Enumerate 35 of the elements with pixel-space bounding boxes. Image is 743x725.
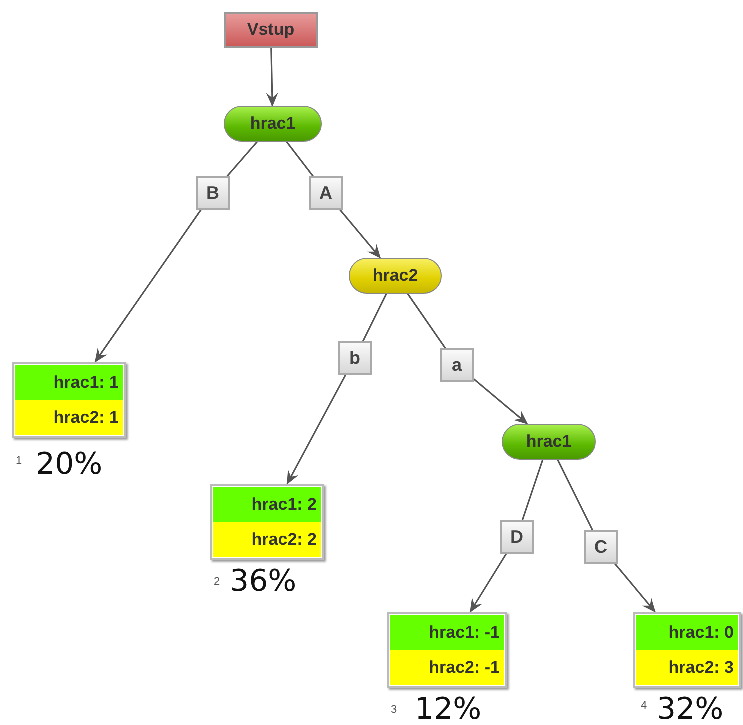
leaf-number: 4 bbox=[641, 700, 648, 712]
edge-label: B bbox=[196, 176, 230, 210]
payoff-text: hrac1: 2 bbox=[213, 487, 321, 522]
payoff-text: hrac2: 1 bbox=[15, 400, 123, 435]
player-node bbox=[224, 106, 322, 142]
payoff-text: hrac2: 2 bbox=[213, 522, 321, 557]
payoff-box bbox=[633, 612, 741, 688]
node-label: hrac1 bbox=[250, 114, 296, 134]
probability-label: 12% bbox=[415, 692, 482, 725]
edge-label: D bbox=[500, 520, 534, 554]
node-label: hrac1 bbox=[526, 432, 572, 452]
payoff-box bbox=[387, 612, 507, 688]
payoff-text: hrac2: 3 bbox=[636, 650, 738, 685]
payoff-text: hrac1: -1 bbox=[390, 615, 504, 650]
player-node bbox=[349, 258, 442, 294]
payoff-box bbox=[210, 484, 324, 560]
probability-label: 36% bbox=[230, 564, 297, 599]
leaf-number: 2 bbox=[214, 576, 220, 588]
payoff-text: hrac1: 1 bbox=[15, 365, 123, 400]
probability-label: 32% bbox=[657, 692, 724, 725]
leaf-number: 3 bbox=[391, 704, 398, 716]
edge-label: C bbox=[584, 530, 618, 564]
edge-label: b bbox=[338, 341, 372, 375]
payoff-box bbox=[12, 362, 126, 438]
payoff-text: hrac2: -1 bbox=[390, 650, 504, 685]
edge-label: a bbox=[440, 348, 474, 382]
start-box bbox=[224, 12, 318, 48]
arrow bbox=[266, 48, 278, 107]
payoff-text: hrac1: 0 bbox=[636, 615, 738, 650]
node-label: Vstup bbox=[247, 20, 295, 40]
edge-label: A bbox=[309, 176, 343, 210]
node-label: hrac2 bbox=[372, 266, 418, 286]
player-node bbox=[502, 424, 596, 460]
probability-label: 20% bbox=[36, 447, 103, 482]
leaf-number: 1 bbox=[16, 455, 22, 467]
